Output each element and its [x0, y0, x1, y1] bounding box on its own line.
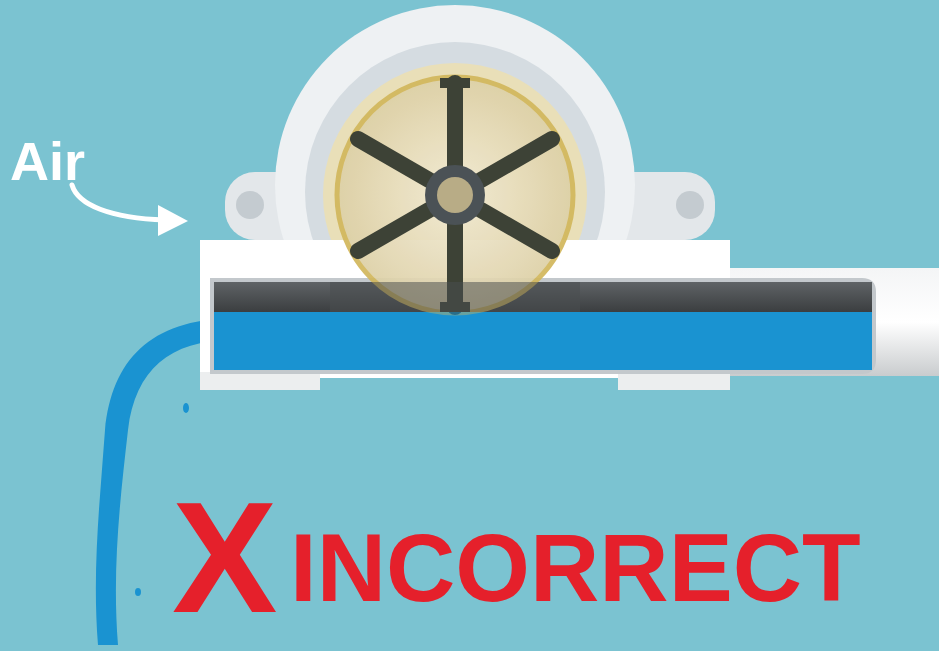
water-drop — [135, 588, 141, 596]
mounting-hole — [236, 191, 264, 219]
mounting-hole — [676, 191, 704, 219]
air-pocket — [214, 282, 872, 312]
rotor-ring — [323, 63, 587, 327]
water-overlay — [330, 312, 580, 370]
air-pocket-overlay — [330, 282, 580, 312]
air-arrowhead — [158, 205, 188, 236]
body-foot — [200, 372, 320, 390]
rotor-wheel — [337, 77, 573, 313]
air-label: Air — [10, 134, 85, 188]
water-in-tube — [214, 312, 872, 370]
body-foot — [618, 372, 730, 390]
incorrect-label: INCORRECT — [290, 520, 861, 616]
tube-wall — [212, 280, 874, 372]
incorrect-mark: X — [172, 478, 277, 636]
air-arrow — [72, 185, 165, 220]
housing-inner — [305, 42, 605, 342]
water-drop — [183, 403, 189, 413]
